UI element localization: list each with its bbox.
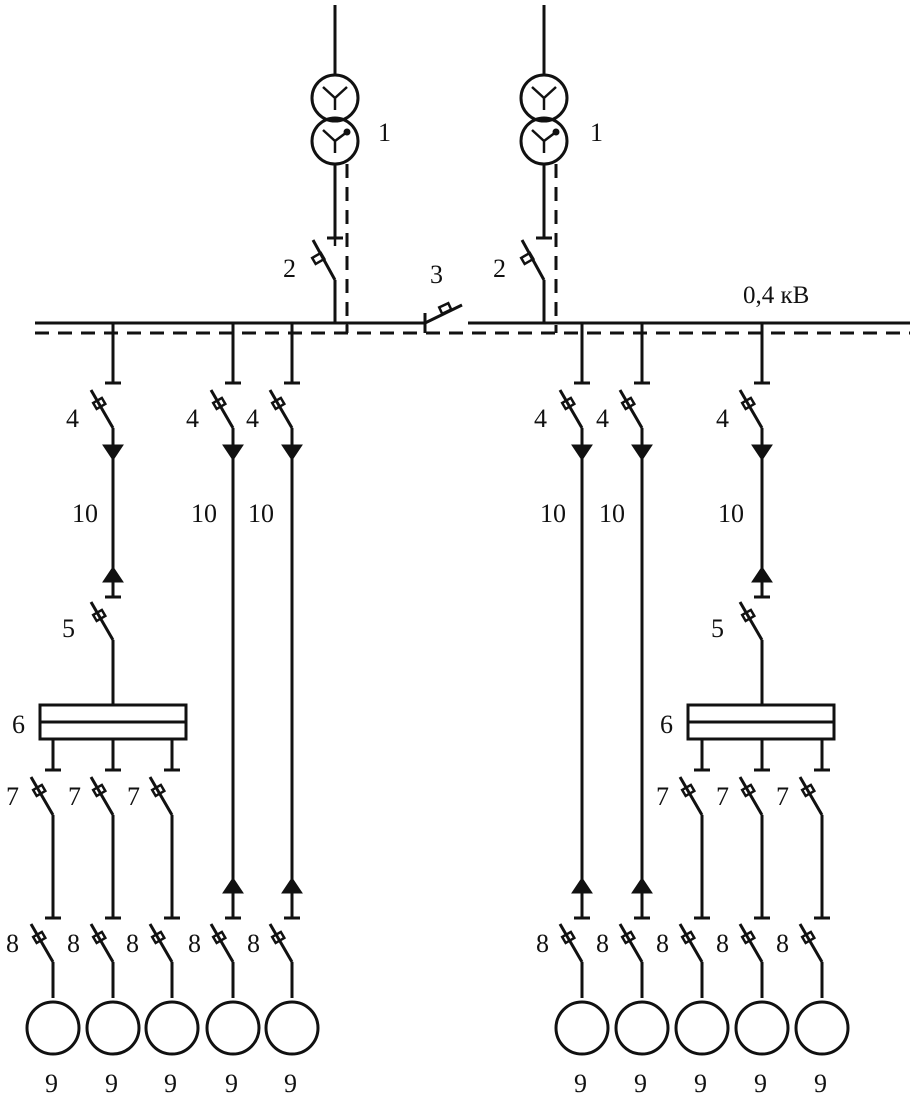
label-distribution-panel-left: 6 — [12, 710, 25, 739]
transformer-left — [310, 5, 360, 333]
motor-breakers — [29, 916, 830, 998]
label-motor-breaker-5: 8 — [247, 929, 260, 958]
label-motor-4: 9 — [225, 1069, 238, 1098]
label-cable-2: 10 — [191, 499, 217, 528]
cable-ends-top — [102, 428, 773, 461]
distribution-panel-right — [686, 703, 836, 772]
label-motor-breaker-9: 8 — [716, 929, 729, 958]
feeder-taps — [105, 323, 770, 385]
label-incomer-breaker-left: 2 — [283, 254, 296, 283]
label-sectional-breaker: 3 — [430, 260, 443, 289]
panel-input-breakers — [89, 601, 764, 705]
cable-ends-bottom — [222, 877, 653, 918]
label-transformer-left: 1 — [378, 118, 391, 147]
label-feeder-breaker-2: 4 — [186, 404, 199, 433]
label-panel-input-breaker-right: 5 — [711, 614, 724, 643]
incomer-breaker-left — [310, 236, 343, 323]
label-motor-breaker-8: 8 — [656, 929, 669, 958]
label-outgoing-breaker-1: 7 — [6, 782, 19, 811]
label-outgoing-breaker-2: 7 — [68, 782, 81, 811]
label-panel-input-breaker-left: 5 — [62, 614, 75, 643]
distribution-panel-left — [38, 703, 188, 772]
incomer-breaker-right — [519, 236, 552, 323]
label-cable-4: 10 — [540, 499, 566, 528]
cable-ends-panel — [102, 566, 773, 599]
label-motor-9: 9 — [754, 1069, 767, 1098]
label-motor-1: 9 — [45, 1069, 58, 1098]
feeder-breakers — [89, 389, 764, 429]
label-motor-breaker-6: 8 — [536, 929, 549, 958]
label-motor-6: 9 — [574, 1069, 587, 1098]
label-incomer-breaker-right: 2 — [493, 254, 506, 283]
label-motor-7: 9 — [634, 1069, 647, 1098]
label-motor-breaker-10: 8 — [776, 929, 789, 958]
label-motor-3: 9 — [164, 1069, 177, 1098]
label-outgoing-breaker-3: 7 — [127, 782, 140, 811]
label-motor-breaker-3: 8 — [126, 929, 139, 958]
label-motor-10: 9 — [814, 1069, 827, 1098]
label-motor-2: 9 — [105, 1069, 118, 1098]
label-cable-6: 10 — [718, 499, 744, 528]
label-outgoing-breaker-4: 7 — [656, 782, 669, 811]
label-feeder-breaker-4: 4 — [534, 404, 547, 433]
label-outgoing-breaker-6: 7 — [776, 782, 789, 811]
voltage-label: 0,4 кВ — [743, 282, 809, 309]
label-cable-1: 10 — [72, 499, 98, 528]
label-feeder-breaker-5: 4 — [596, 404, 609, 433]
label-cable-5: 10 — [599, 499, 625, 528]
label-feeder-breaker-6: 4 — [716, 404, 729, 433]
label-motor-breaker-7: 8 — [596, 929, 609, 958]
motors — [25, 1000, 850, 1056]
panel-outgoing-breakers — [29, 776, 824, 918]
label-motor-8: 9 — [694, 1069, 707, 1098]
transformer-right — [519, 5, 569, 333]
busbar-0-4kv — [35, 321, 910, 335]
label-motor-breaker-2: 8 — [67, 929, 80, 958]
label-feeder-breaker-1: 4 — [66, 404, 79, 433]
label-motor-breaker-4: 8 — [188, 929, 201, 958]
label-motor-breaker-1: 8 — [6, 929, 19, 958]
cables — [111, 458, 764, 885]
label-feeder-breaker-3: 4 — [246, 404, 259, 433]
label-cable-3: 10 — [248, 499, 274, 528]
label-transformer-right: 1 — [590, 118, 603, 147]
label-distribution-panel-right: 6 — [660, 710, 673, 739]
sectional-breaker — [423, 301, 463, 333]
label-motor-5: 9 — [284, 1069, 297, 1098]
label-outgoing-breaker-5: 7 — [716, 782, 729, 811]
